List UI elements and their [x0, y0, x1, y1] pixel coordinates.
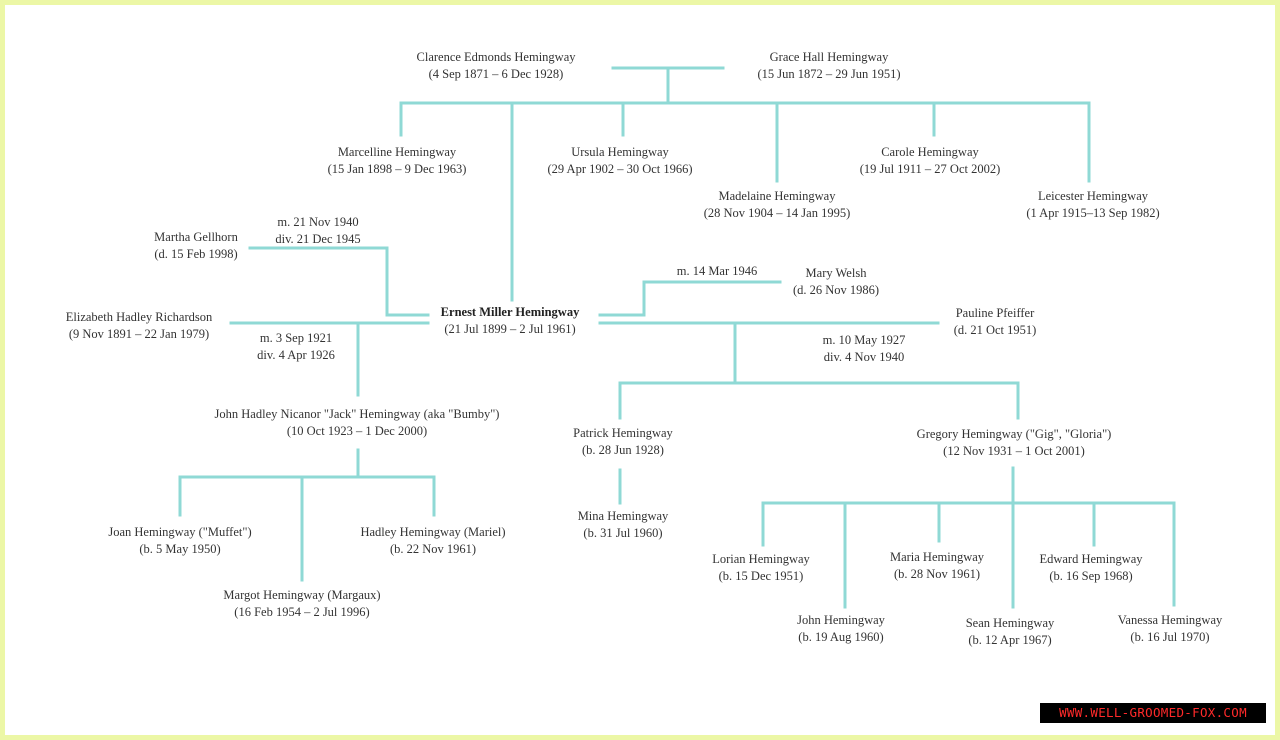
- person-name: Vanessa Hemingway: [1117, 613, 1223, 627]
- person-martha: Martha Gellhorn (d. 15 Feb 1998): [154, 229, 238, 263]
- person-dates: (19 Jul 1911 – 27 Oct 2002): [859, 162, 1001, 176]
- person-hadley2: Hadley Hemingway (Mariel) (b. 22 Nov 1961…: [360, 524, 505, 558]
- person-name: John Hadley Nicanor "Jack" Hemingway (ak…: [214, 407, 500, 421]
- person-name: Grace Hall Hemingway: [769, 50, 889, 64]
- person-dates: (b. 12 Apr 1967): [968, 633, 1052, 647]
- person-dates: (b. 19 Aug 1960): [798, 630, 884, 644]
- person-dates: (12 Nov 1931 – 1 Oct 2001): [943, 444, 1085, 458]
- person-name: Joan Hemingway ("Muffet"): [108, 525, 252, 539]
- person-name: Leicester Hemingway: [1037, 189, 1149, 203]
- person-dates: (21 Jul 1899 – 2 Jul 1961): [444, 322, 576, 336]
- person-name: John Hemingway: [797, 613, 885, 627]
- person-dates: (b. 28 Jun 1928): [582, 443, 664, 457]
- marriage-pauline: m. 10 May 1927 div. 4 Nov 1940: [823, 332, 906, 366]
- marriage-date: m. 3 Sep 1921: [259, 331, 333, 345]
- person-lorian: Lorian Hemingway (b. 15 Dec 1951): [712, 551, 810, 585]
- person-carole: Carole Hemingway (19 Jul 1911 – 27 Oct 20…: [860, 144, 1001, 178]
- person-dates: (15 Jun 1872 – 29 Jun 1951): [757, 67, 901, 81]
- person-dates: (b. 15 Dec 1951): [718, 569, 804, 583]
- divorce-date: div. 21 Dec 1945: [275, 232, 361, 246]
- person-name: Pauline Pfeiffer: [955, 306, 1035, 320]
- diagram-canvas: [5, 5, 1275, 735]
- person-dates: (d. 21 Oct 1951): [953, 323, 1037, 337]
- person-margot: Margot Hemingway (Margaux) (16 Feb 1954 –…: [223, 587, 380, 621]
- divorce-date: div. 4 Nov 1940: [823, 350, 905, 364]
- person-clarence: Clarence Edmonds Hemingway (4 Sep 1871 – …: [417, 49, 576, 83]
- person-maria: Maria Hemingway (b. 28 Nov 1961): [890, 549, 984, 583]
- person-name: Martha Gellhorn: [154, 230, 238, 244]
- person-name: Sean Hemingway: [965, 616, 1055, 630]
- person-patrick: Patrick Hemingway (b. 28 Jun 1928): [573, 425, 673, 459]
- person-grace: Grace Hall Hemingway (15 Jun 1872 – 29 Ju…: [757, 49, 900, 83]
- person-name: Gregory Hemingway ("Gig", "Gloria"): [916, 427, 1112, 441]
- person-name: Mary Welsh: [805, 266, 867, 280]
- divorce-date: div. 4 Apr 1926: [257, 348, 335, 362]
- person-dates: (b. 16 Sep 1968): [1049, 569, 1133, 583]
- person-jack: John Hadley Nicanor "Jack" Hemingway (ak…: [215, 406, 500, 440]
- person-joan: Joan Hemingway ("Muffet") (b. 5 May 1950): [108, 524, 251, 558]
- person-dates: (d. 15 Feb 1998): [154, 247, 238, 261]
- person-elizabeth: Elizabeth Hadley Richardson (9 Nov 1891 –…: [66, 309, 212, 343]
- person-dates: (15 Jan 1898 – 9 Dec 1963): [327, 162, 467, 176]
- person-dates: (b. 16 Jul 1970): [1130, 630, 1210, 644]
- person-dates: (b. 28 Nov 1961): [893, 567, 981, 581]
- person-gregory: Gregory Hemingway ("Gig", "Gloria") (12 N…: [917, 426, 1112, 460]
- marriage-hadley: m. 3 Sep 1921 div. 4 Apr 1926: [257, 330, 335, 364]
- marriage-date: m. 10 May 1927: [822, 333, 906, 347]
- watermark-banner: WWW.WELL-GROOMED-FOX.COM: [1040, 703, 1266, 723]
- marriage-martha: m. 21 Nov 1940 div. 21 Dec 1945: [275, 214, 360, 248]
- person-vanessa: Vanessa Hemingway (b. 16 Jul 1970): [1118, 612, 1223, 646]
- person-name: Maria Hemingway: [889, 550, 985, 564]
- person-mary: Mary Welsh (d. 26 Nov 1986): [793, 265, 879, 299]
- person-edward: Edward Hemingway (b. 16 Sep 1968): [1039, 551, 1142, 585]
- person-pauline: Pauline Pfeiffer (d. 21 Oct 1951): [954, 305, 1037, 339]
- person-name: Patrick Hemingway: [573, 426, 673, 440]
- person-dates: (b. 22 Nov 1961): [389, 542, 477, 556]
- person-ursula: Ursula Hemingway (29 Apr 1902 – 30 Oct 19…: [547, 144, 692, 178]
- person-marcelline: Marcelline Hemingway (15 Jan 1898 – 9 Dec…: [328, 144, 467, 178]
- person-name: Clarence Edmonds Hemingway: [416, 50, 576, 64]
- person-name: Madelaine Hemingway: [718, 189, 836, 203]
- person-johnh: John Hemingway (b. 19 Aug 1960): [797, 612, 885, 646]
- person-name: Margot Hemingway (Margaux): [223, 588, 381, 602]
- person-name: Mina Hemingway: [577, 509, 669, 523]
- person-dates: (b. 31 Jul 1960): [583, 526, 663, 540]
- person-dates: (9 Nov 1891 – 22 Jan 1979): [68, 327, 210, 341]
- person-name: Edward Hemingway: [1039, 552, 1143, 566]
- person-name: Hadley Hemingway (Mariel): [360, 525, 506, 539]
- person-leicester: Leicester Hemingway (1 Apr 1915–13 Sep 19…: [1026, 188, 1159, 222]
- person-dates: (b. 5 May 1950): [139, 542, 221, 556]
- person-name: Ursula Hemingway: [571, 145, 669, 159]
- person-mina: Mina Hemingway (b. 31 Jul 1960): [578, 508, 669, 542]
- person-sean: Sean Hemingway (b. 12 Apr 1967): [966, 615, 1055, 649]
- person-dates: (10 Oct 1923 – 1 Dec 2000): [286, 424, 428, 438]
- person-dates: (28 Nov 1904 – 14 Jan 1995): [703, 206, 851, 220]
- marriage-date: m. 21 Nov 1940: [277, 215, 359, 229]
- person-name: Elizabeth Hadley Richardson: [65, 310, 213, 324]
- person-name: Ernest Miller Hemingway: [440, 305, 580, 319]
- person-madelaine: Madelaine Hemingway (28 Nov 1904 – 14 Jan…: [704, 188, 851, 222]
- person-dates: (16 Feb 1954 – 2 Jul 1996): [234, 605, 370, 619]
- person-name: Lorian Hemingway: [712, 552, 810, 566]
- person-dates: (4 Sep 1871 – 6 Dec 1928): [428, 67, 564, 81]
- person-dates: (1 Apr 1915–13 Sep 1982): [1026, 206, 1160, 220]
- person-dates: (29 Apr 1902 – 30 Oct 1966): [547, 162, 693, 176]
- person-dates: (d. 26 Nov 1986): [792, 283, 880, 297]
- marriage-mary: m. 14 Mar 1946: [677, 263, 758, 280]
- marriage-date: m. 14 Mar 1946: [676, 264, 758, 278]
- person-name: Carole Hemingway: [881, 145, 979, 159]
- person-ernest: Ernest Miller Hemingway (21 Jul 1899 – 2 …: [441, 304, 580, 338]
- person-name: Marcelline Hemingway: [337, 145, 457, 159]
